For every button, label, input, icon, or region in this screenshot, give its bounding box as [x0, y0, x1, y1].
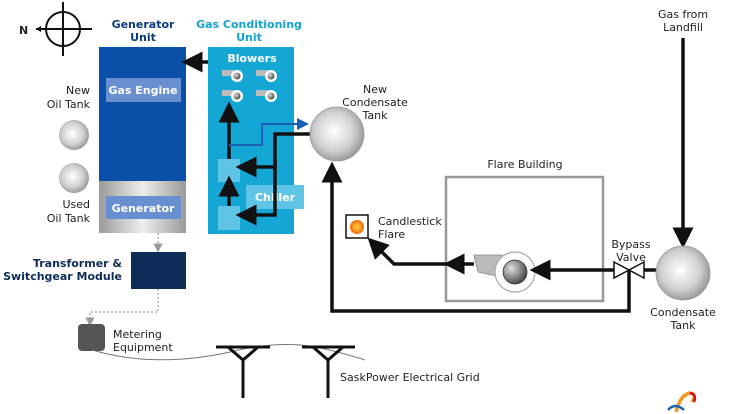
blower-icon [222, 70, 243, 82]
compass-icon [36, 2, 92, 56]
metering-line-dotted [85, 289, 159, 327]
grid-label: SaskPower Electrical Grid [340, 371, 480, 384]
gas-conditioning-title: Gas Conditioning [196, 18, 302, 31]
utility-pole-icon [216, 345, 270, 398]
flare-building-label: Flare Building [487, 158, 562, 171]
new-oil-tank-label-2: Oil Tank [47, 98, 91, 111]
generator-unit-box [99, 47, 186, 181]
conditioning-pipes [181, 51, 312, 226]
gas-engine-label: Gas Engine [108, 84, 177, 97]
gas-source-label-2: Landfill [663, 21, 703, 34]
flare-building [444, 175, 605, 303]
gas-conditioning-title-2: Unit [236, 31, 262, 44]
new-oil-tank-label: New [66, 84, 90, 97]
blowers-label: Blowers [227, 52, 277, 65]
blower-icon [256, 90, 277, 102]
transformer-label-2: Switchgear Module [3, 270, 122, 283]
new-condensate-tank-label-3: Tank [362, 109, 389, 122]
blower-icons [222, 70, 277, 102]
condensate-tank [655, 245, 711, 301]
blower-icon [222, 90, 243, 102]
generator-label: Generator [112, 202, 175, 215]
candlestick-flare-label: Candlestick [378, 215, 442, 228]
flare-blower-icon [473, 251, 536, 293]
gas-source-label: Gas from [658, 8, 708, 21]
generator-box [106, 196, 181, 219]
metering-equipment [78, 324, 105, 351]
condensate-tank-label: Condensate [650, 306, 716, 319]
used-oil-tank [59, 163, 89, 193]
bypass-valve-label-2: Valve [616, 251, 646, 264]
main-gas-pipes [321, 38, 694, 313]
new-oil-tank [59, 120, 89, 150]
transformer-box [131, 252, 186, 289]
gas-engine-box [106, 78, 181, 102]
generator-unit-title: Generator [112, 18, 175, 31]
metering-label: Metering [113, 328, 162, 341]
bypass-valve-icon [613, 260, 645, 280]
compass-north-label: N [19, 24, 28, 37]
used-oil-tank-label-2: Oil Tank [47, 212, 91, 225]
candlestick-flare-label-2: Flare [378, 228, 405, 241]
conditioning-stage-2 [218, 206, 240, 230]
conditioning-stage-1 [218, 159, 240, 182]
flame-icon [350, 220, 364, 234]
metering-label-2: Equipment [113, 341, 173, 354]
utility-pole-icon [302, 345, 355, 398]
bypass-valve-label: Bypass [611, 238, 651, 251]
new-condensate-tank-label-2: Condensate [342, 96, 408, 109]
blower-icon [256, 70, 277, 82]
new-condensate-tank-label: New [363, 83, 387, 96]
blue-gas-flow-line [229, 118, 309, 146]
condensate-tank-label-2: Tank [670, 319, 697, 332]
new-condensate-tank [309, 106, 365, 162]
used-oil-tank-label: Used [62, 198, 90, 211]
generator-unit-title-2: Unit [130, 31, 156, 44]
transformer-label: Transformer & [33, 257, 122, 270]
brand-logo-icon [667, 391, 697, 413]
